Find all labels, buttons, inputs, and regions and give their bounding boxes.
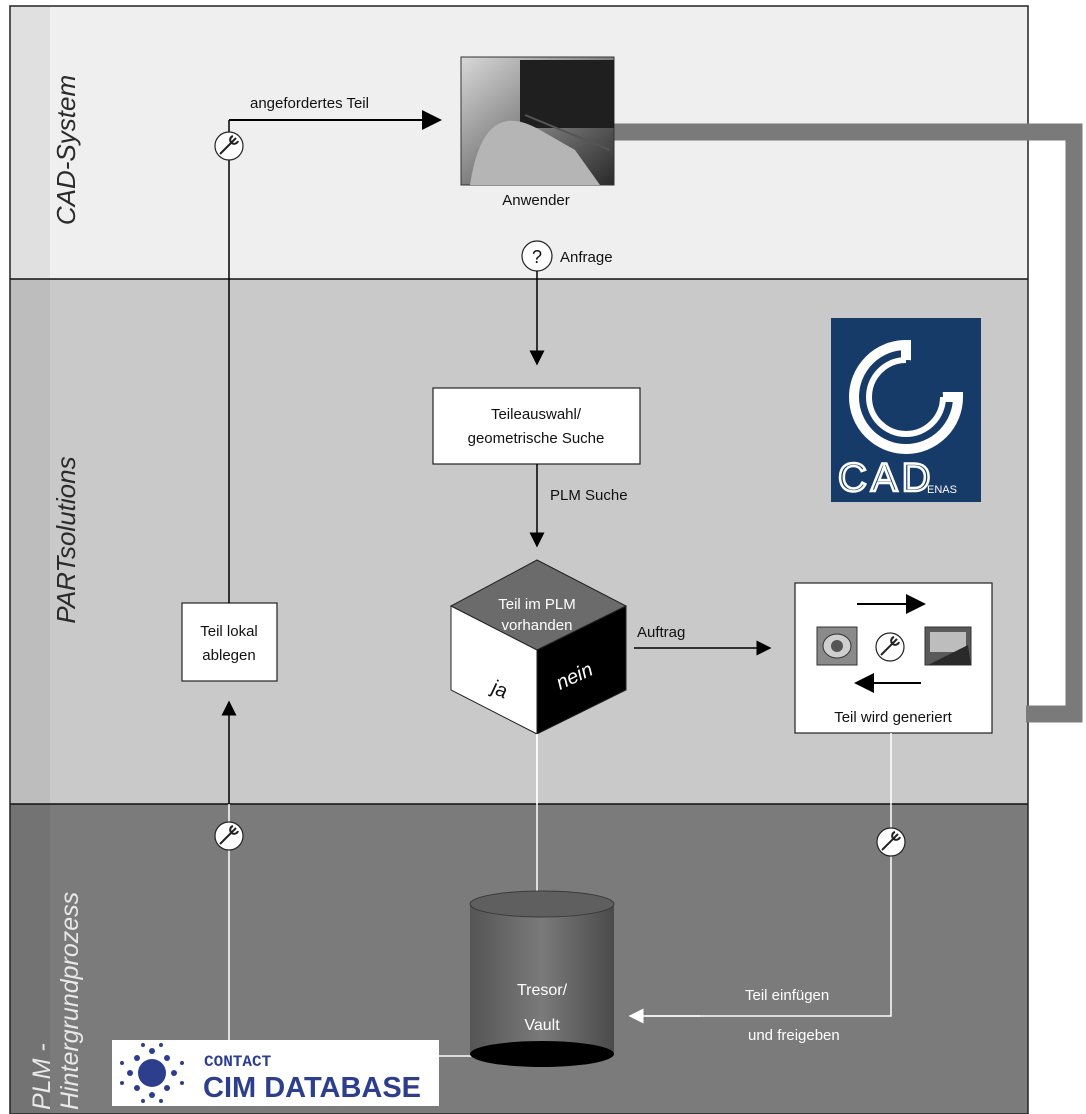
store-local-label-1: Teil lokal [200, 623, 258, 640]
generated-to-vault-line [645, 733, 892, 1017]
part-thumbnail-icon [816, 626, 858, 666]
selection-label-1: Teileauswahl/ [491, 406, 582, 423]
store-local-box [181, 602, 278, 682]
user-photo [460, 56, 615, 186]
store-local-label-2: ablegen [202, 647, 255, 664]
wrench-icon [214, 821, 244, 851]
insert-label-2: und freigeben [748, 1027, 840, 1044]
cube-top-label-1: Teil im PLM [498, 596, 576, 613]
lane-title-cad: CAD-System [51, 75, 81, 225]
wrench-icon [214, 131, 244, 161]
lane-title-plm-1: PLM - [28, 1043, 56, 1110]
lane-header-strip [10, 6, 50, 1114]
decision-cube [449, 559, 628, 735]
user-label: Anwender [502, 192, 570, 209]
contact-logo-line1: CONTACT [204, 1053, 272, 1071]
plm-search-label: PLM Suche [550, 487, 628, 504]
vault-label-2: Vault [524, 1017, 560, 1034]
vault-cylinder [469, 890, 615, 1067]
wrench-icon [875, 632, 905, 662]
wrench-icon [876, 827, 906, 857]
contact-logo-line2: CIM DATABASE [203, 1072, 421, 1104]
selection-box [432, 387, 641, 465]
contact-logo [112, 1040, 439, 1106]
selection-label-2: geometrische Suche [468, 430, 605, 447]
question-mark: ? [532, 247, 542, 267]
insert-label-1: Teil einfügen [745, 987, 829, 1004]
request-label: Anfrage [560, 249, 613, 266]
gray-return-line [608, 123, 1083, 723]
cad-screen-icon [924, 626, 972, 666]
requested-part-label: angefordertes Teil [250, 95, 369, 112]
vault-label-1: Tresor/ [517, 982, 568, 999]
cube-top-label-2: vorhanden [502, 617, 573, 634]
diagram-border [9, 5, 1029, 1114]
cadenas-logo [831, 318, 981, 502]
cadenas-logo-subtext: ENAS [927, 484, 957, 496]
lane-title-plm-2: Hintergrundprozess [56, 892, 84, 1110]
generated-label: Teil wird generiert [834, 709, 952, 726]
cadenas-logo-text: CAD [838, 456, 934, 500]
lane-title-parts: PARTsolutions [51, 456, 81, 623]
order-label: Auftrag [637, 624, 685, 641]
